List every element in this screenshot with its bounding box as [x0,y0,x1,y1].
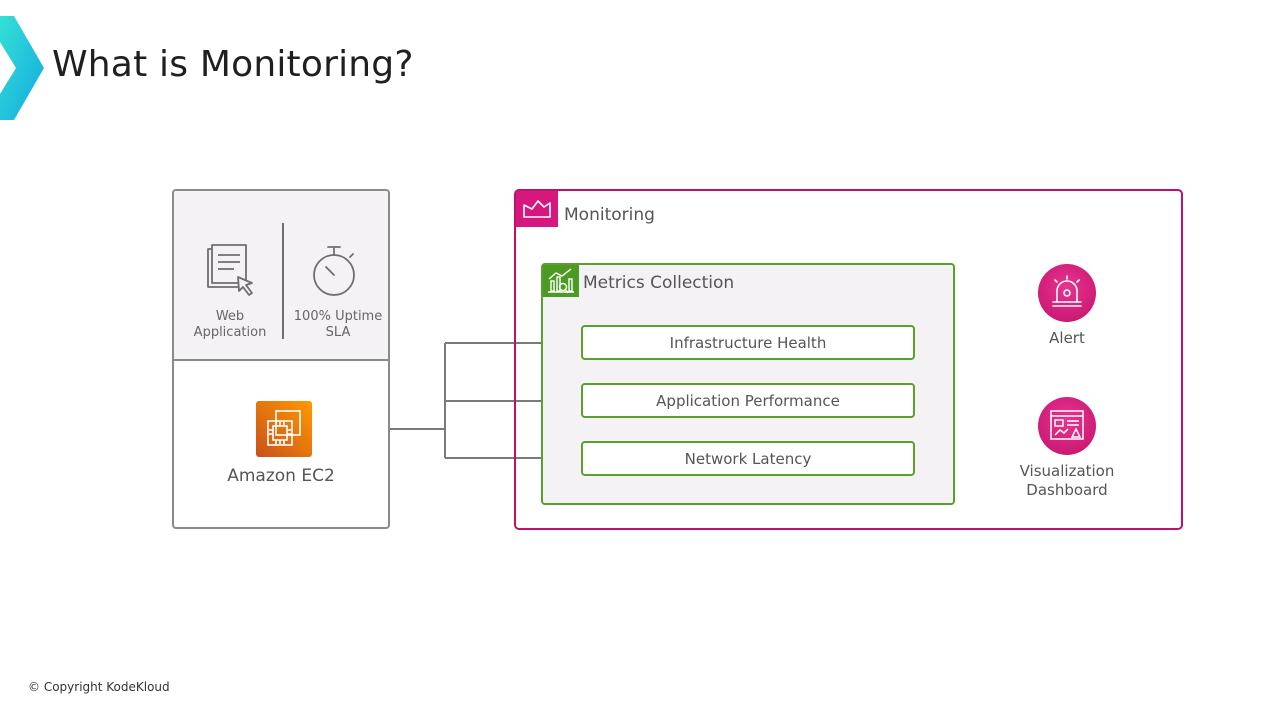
ec2-label: Amazon EC2 [227,466,335,486]
metric-item-application-performance: Application Performance [581,383,915,418]
visualization-dashboard-label: Visualization Dashboard [1019,462,1115,499]
dashboard-icon [1038,397,1096,455]
sla-label: 100% Uptime SLA [293,309,383,340]
chart-search-icon [543,265,579,297]
metric-item-infrastructure-health: Infrastructure Health [581,325,915,360]
metric-item-network-latency: Network Latency [581,441,915,476]
alarm-bell-icon [1038,264,1096,322]
stopwatch-icon [313,246,355,296]
monitoring-title: Monitoring [564,205,655,225]
document-cursor-icon [207,244,253,296]
copyright-footer: © Copyright KodeKloud [28,680,170,694]
web-application-label: Web Application [193,309,267,340]
alert-label: Alert [1049,329,1085,347]
monitoring-box: Monitoring [514,189,1183,530]
metrics-collection-title: Metrics Collection [583,273,735,293]
page-title: What is Monitoring? [52,44,414,85]
area-chart-icon [516,191,558,227]
app-divider [282,223,284,339]
ec2-chip-icon [256,401,312,457]
logo-chevron-icon [0,16,44,120]
application-top-panel: Web Application 100% Uptime SLA [174,191,388,361]
application-box: Web Application 100% Uptime SLA [172,189,390,529]
